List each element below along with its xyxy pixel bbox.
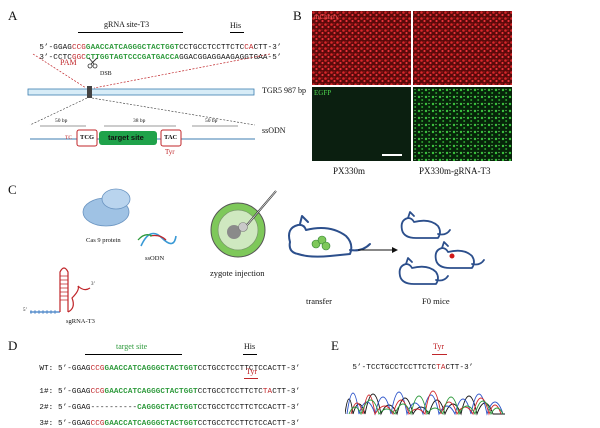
panel-b-letter: B — [293, 8, 302, 23]
bp-left-label: 50 bp — [55, 118, 68, 124]
target-site-box — [99, 131, 157, 145]
his-label-a: His — [230, 21, 242, 30]
mcherry-image-grna — [413, 11, 512, 85]
tyr-label-a: Tyr — [165, 148, 175, 156]
seq-row-mutant-3: 3#: 5’-GGAGCCGGAACCATCAGGGCTACTGGTCCTGCC… — [39, 420, 301, 428]
tgr5-target-marker — [87, 86, 92, 98]
tcg-label: TCG — [80, 134, 95, 141]
chromatogram-sequence: 5’-TCCTGCCTCCTTCTCTACTT-3’ — [352, 364, 474, 372]
foster-mouse-icon — [288, 215, 371, 258]
panel-e-letter: E — [331, 338, 339, 353]
sgrna-label: sgRNA-T3 — [66, 318, 95, 325]
panel-d-letter: D — [8, 338, 18, 353]
zoom-line-left — [32, 53, 87, 89]
target-site-bar-d — [85, 354, 182, 355]
seq-row-wt: WT: 5’-GGAGCCGGAACCATCAGGGCTACTGGTCCTGCC… — [39, 365, 301, 373]
mcherry-label: mCherry — [314, 13, 339, 21]
pam-label: PAM — [60, 58, 77, 67]
transfer-label: transfer — [306, 296, 332, 306]
cas9-protein-icon — [82, 188, 131, 227]
injection-needle-icon — [246, 190, 277, 226]
trace-black — [345, 393, 505, 416]
mcherry-image-control — [312, 11, 411, 85]
seq-bottom-strand: 3’-CCTCGGCCTTGGTAGTCCCGATGACCAGGACGGAGGA… — [39, 54, 282, 62]
scissors-icon — [87, 57, 98, 69]
f0-mouse-icon-1 — [400, 211, 451, 239]
sgrna-hairpin-icon — [30, 267, 91, 314]
zoom-line-ssodn-right — [91, 97, 256, 126]
tac-label: TAC — [164, 134, 178, 141]
ssodn-label-c: ssODN — [145, 255, 165, 262]
f0-mouse-red-marker — [449, 253, 455, 259]
bp-right-label: 50 bp — [205, 118, 218, 124]
egfp-image-control — [312, 87, 411, 161]
egfp-label: EGFP — [314, 89, 332, 97]
his-label-d: His — [244, 342, 256, 351]
trace-blue — [346, 391, 504, 416]
grna-site-bar — [78, 32, 183, 33]
seq-row-mutant-1: 1#: 5’-GGAGCCGGAACCATCAGGGCTACTGGTCCTGCC… — [39, 388, 301, 396]
seq-row-mutant-2: 2#: 5’-GGAG----------CAGGGCTACTGGTCCTGCC… — [39, 404, 301, 412]
tyr-label-d: Tyr — [246, 367, 257, 376]
zygote-icon — [210, 202, 266, 258]
zoom-line-ssodn-left — [29, 97, 88, 126]
panel-c-diagram — [30, 188, 485, 314]
seq-top-strand: 5’-GGAGCCGGAACCATCAGGGCTACTGGTCCTGCCTCCT… — [39, 44, 282, 52]
tyr-bar-d — [244, 378, 258, 379]
embryos-in-mouse-icon — [311, 235, 331, 251]
tc-label: TC — [65, 135, 73, 141]
target-site-label-d: target site — [116, 342, 148, 351]
cas9-label: Cas 9 protein — [86, 237, 121, 244]
trace-red — [350, 390, 502, 416]
tac-box — [160, 129, 182, 147]
panel-a-diagram — [27, 53, 271, 147]
f0-mouse-icon-2 — [434, 241, 485, 269]
his-bar-a — [230, 32, 244, 33]
zygote-injection-label: zygote injection — [210, 268, 265, 278]
egfp-image-grna — [413, 87, 512, 161]
column-label-px330m-grna: PX330m-gRNA-T3 — [419, 166, 491, 176]
tyr-bar-e — [432, 354, 447, 355]
trace-green — [348, 395, 504, 416]
bp-mid-label: 38 bp — [133, 118, 146, 124]
sgrna-three-prime: 3’ — [91, 282, 96, 287]
tgr5-label: TGR5 987 bp — [262, 86, 306, 95]
tgr5-gene-bar — [27, 88, 255, 96]
panel-a-letter: A — [8, 8, 18, 23]
zoom-line-right — [93, 53, 271, 89]
f0-mice-label: F0 mice — [422, 296, 450, 306]
ssodn-wave-icon — [140, 232, 177, 247]
tyr-label-e: Tyr — [433, 342, 444, 351]
fluorescence-image-grid — [312, 11, 512, 161]
dsb-label: DSB — [100, 71, 112, 77]
target-site-label: target site — [108, 133, 144, 142]
chromatogram-trace — [345, 390, 505, 416]
sgrna-five-prime: 5’ — [23, 308, 28, 313]
ssodn-label-a: ssODN — [262, 126, 286, 135]
column-label-px330m: PX330m — [333, 166, 366, 176]
scale-bar — [382, 154, 402, 156]
grna-site-label: gRNA site-T3 — [104, 20, 150, 29]
panel-c-letter: C — [8, 182, 17, 197]
f0-mouse-icon-3 — [398, 257, 449, 285]
tcg-box — [76, 129, 98, 147]
his-bar-d — [243, 354, 257, 355]
